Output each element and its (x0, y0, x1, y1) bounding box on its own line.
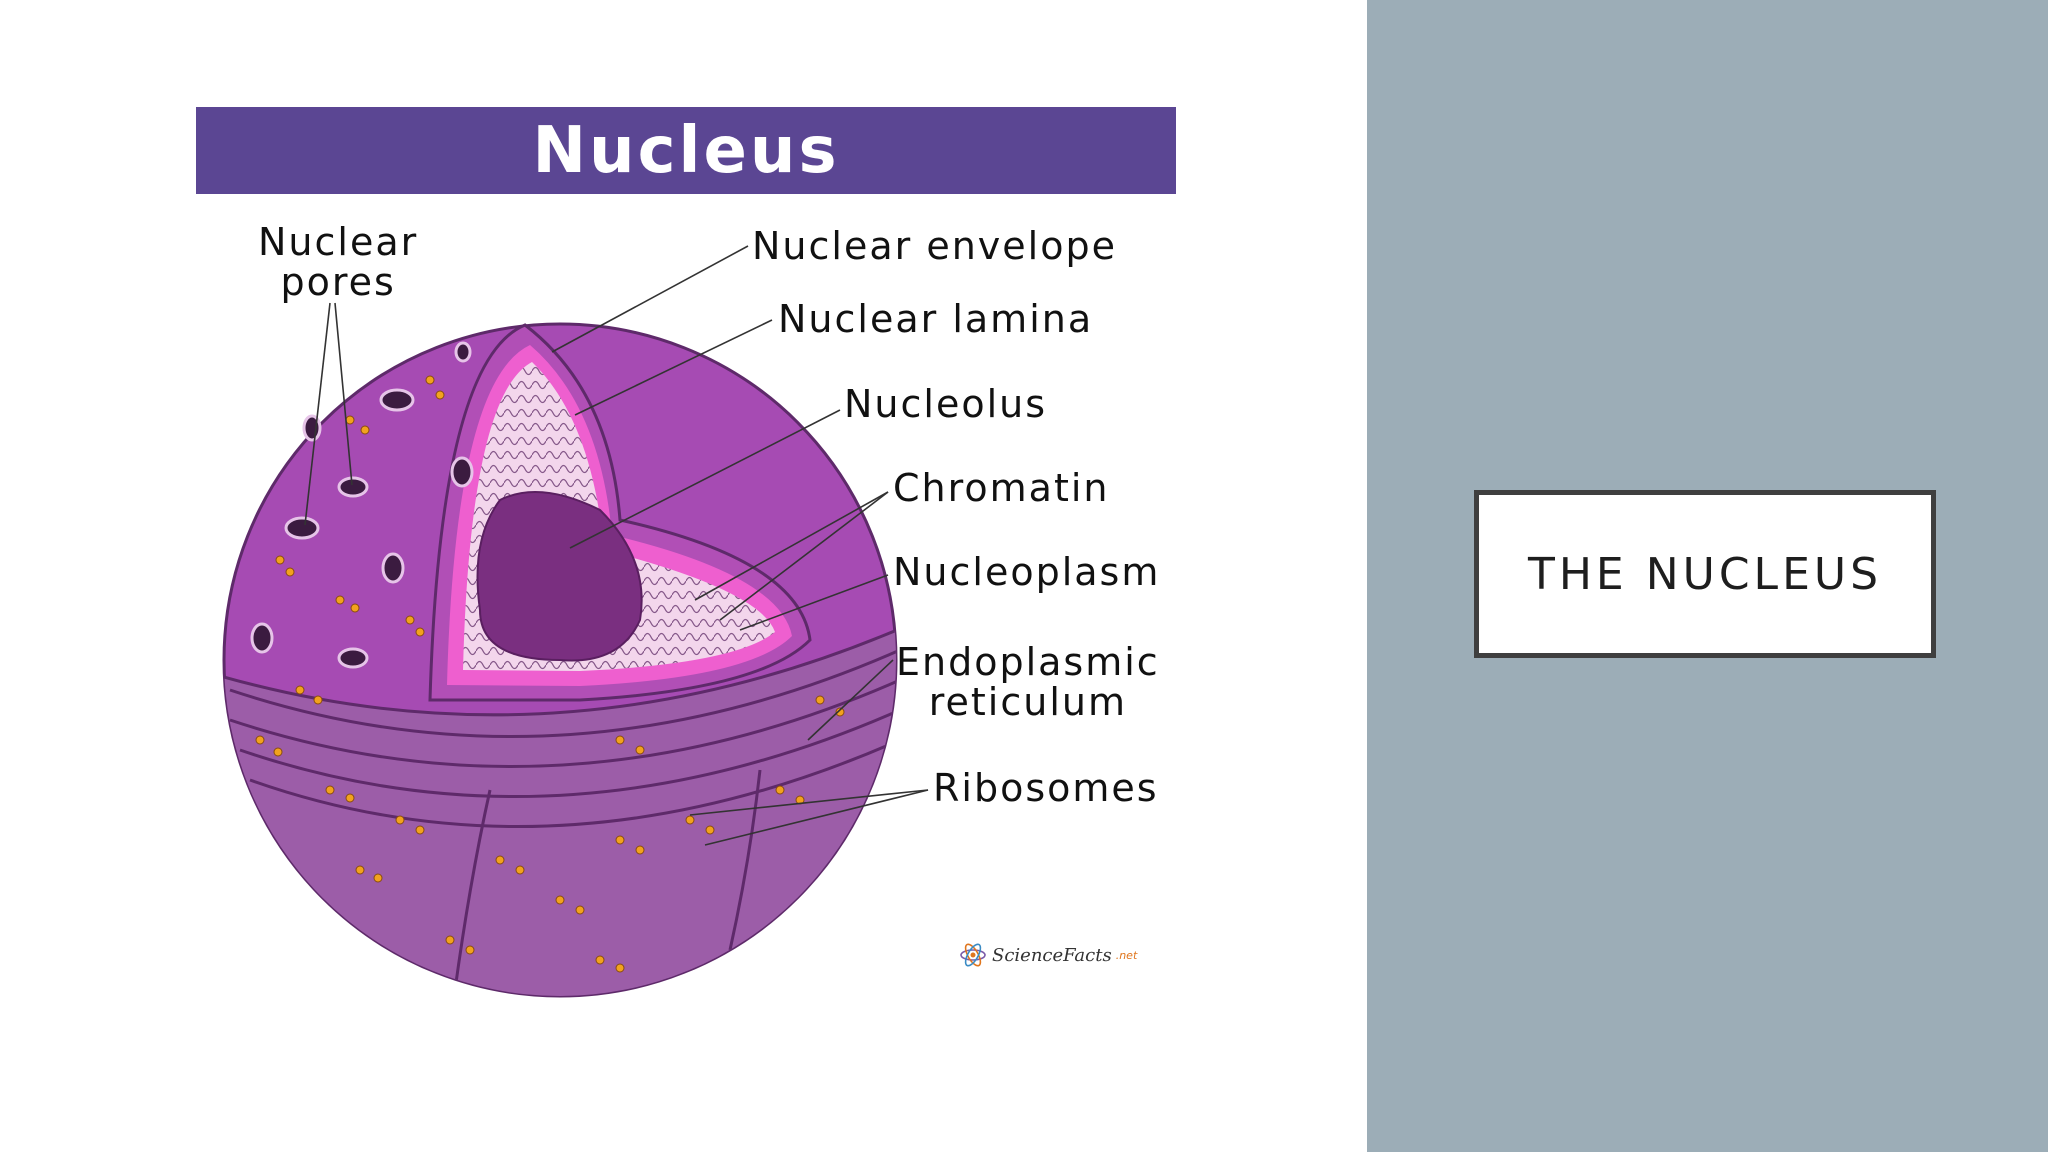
nuclear-pores (250, 341, 474, 669)
nucleus-illustration (222, 245, 929, 998)
diagram-pane: Nucleus (196, 107, 1176, 998)
slide-title: THE NUCLEUS (1527, 548, 1883, 600)
label-er-line2: reticulum (928, 680, 1127, 724)
label-nucleoplasm: Nucleoplasm (893, 550, 1161, 594)
label-chromatin: Chromatin (893, 466, 1110, 510)
label-endoplasmic-reticulum: Endoplasmic reticulum (896, 642, 1160, 722)
label-er-line1: Endoplasmic (896, 640, 1160, 684)
leader-lines (304, 245, 929, 846)
atom-icon (960, 943, 986, 967)
slide-title-box[interactable]: THE NUCLEUS (1474, 490, 1936, 658)
ribosomes (255, 375, 845, 973)
credit-text: ScienceFacts (992, 944, 1112, 966)
label-nuclear-envelope: Nuclear envelope (752, 224, 1117, 268)
label-nuclear-pores: Nuclear pores (258, 222, 418, 302)
diagram-title: Nucleus (532, 113, 840, 188)
label-ribosomes: Ribosomes (933, 766, 1159, 810)
credit-suffix: .net (1115, 948, 1138, 962)
diagram-credit: ScienceFacts .net (958, 940, 1137, 970)
label-nuclear-lamina: Nuclear lamina (778, 297, 1094, 341)
label-nuclear-pores-line1: Nuclear (258, 220, 419, 264)
diagram-banner: Nucleus (196, 107, 1176, 194)
label-nuclear-pores-line2: pores (280, 260, 396, 304)
nucleolus (476, 491, 643, 662)
label-nucleolus: Nucleolus (844, 382, 1048, 426)
